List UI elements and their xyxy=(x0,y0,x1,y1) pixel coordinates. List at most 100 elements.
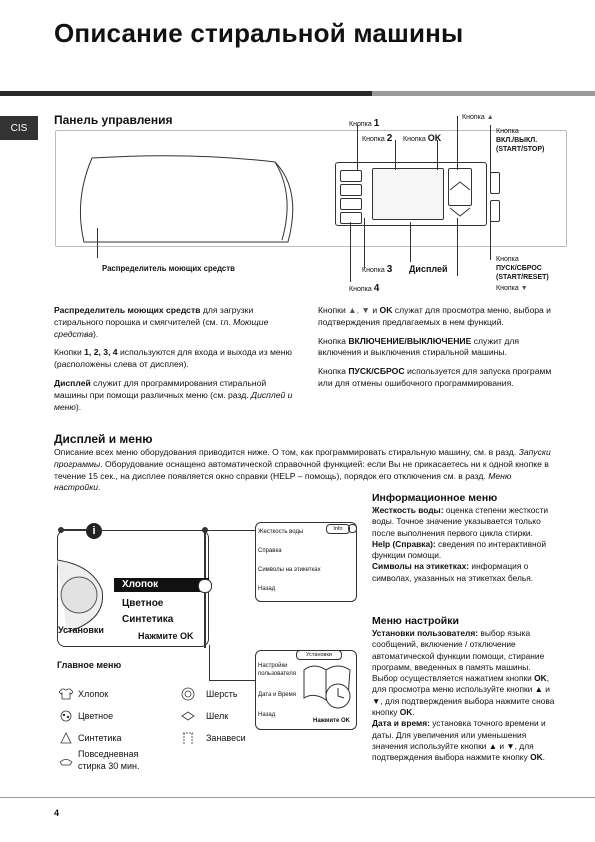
silk-icon xyxy=(180,709,196,723)
settings-menu-user-ok: OK xyxy=(534,673,547,684)
info-menu-symbols-text: информация о символах, указанных на этик… xyxy=(372,561,534,583)
info-item-2[interactable]: Символы на этикетках xyxy=(258,567,321,573)
book-clock-icon xyxy=(303,665,351,709)
button-1[interactable] xyxy=(340,170,362,182)
info-item-0[interactable]: Жесткость воды xyxy=(258,529,304,535)
info-menu-symbols: Символы на этикетках: информация о симво… xyxy=(372,561,557,584)
display-menu-ref1: Запуски программы xyxy=(54,447,551,469)
button-3[interactable] xyxy=(340,198,362,210)
info-menu-water-bold: Жесткость воды: xyxy=(372,505,444,515)
main-menu-item-1[interactable]: Цветное xyxy=(122,598,164,609)
desc-display-bold: Дисплей xyxy=(54,377,91,388)
desc-dispenser-ref: Моющие средства xyxy=(54,316,269,339)
info-menu-help: Help (Справка): сведения по интерактивно… xyxy=(372,539,557,562)
footer-rule xyxy=(0,797,595,798)
settings-menu-datetime: Дата и время: установка точного времени … xyxy=(372,718,557,763)
desc-arrows-sym: ▲, ▼ xyxy=(348,305,370,315)
program-label-1: Цветное xyxy=(78,711,114,721)
main-menu-item-2[interactable]: Синтетика xyxy=(122,614,174,625)
tshirt-icon xyxy=(58,687,74,701)
desc-display-ref: Дисплей и меню xyxy=(54,389,293,412)
button-up-label: Кнопка xyxy=(462,114,485,121)
button-2-label: Кнопка xyxy=(362,136,385,143)
program-list-left: Хлопок Цветное Синтетика Повседневная ст… xyxy=(58,683,158,771)
settings-item-0[interactable]: Настройки пользователя xyxy=(258,663,296,677)
desc-arrows-ok: OK xyxy=(379,305,393,315)
settings-menu-user-end: . xyxy=(412,707,415,718)
settings-menu-datetime-end: . xyxy=(542,752,545,763)
settings-menu-datetime-ok: OK xyxy=(530,752,543,763)
desc-display-end: ). xyxy=(75,401,82,412)
display-menu-heading: Дисплей и меню xyxy=(54,432,153,446)
settings-menu-user-text2: , для просмотра меню используйте кнопки … xyxy=(372,673,555,718)
info-badge-icon xyxy=(348,524,357,533)
info-icon: i xyxy=(86,523,102,539)
display-menu-ref2: Меню настройки xyxy=(54,470,512,493)
curtain-icon xyxy=(180,731,196,745)
main-menu-item-0[interactable]: Хлопок xyxy=(122,579,159,590)
onoff-button[interactable] xyxy=(490,172,500,194)
info-menu-water: Жесткость воды: оценка степени жесткости… xyxy=(372,505,557,539)
program-list-right: Шерсть Шелк Занавеси xyxy=(180,683,246,749)
program-item-4: Шерсть xyxy=(180,683,246,705)
wool-icon xyxy=(180,687,196,701)
control-panel-heading: Панель управления xyxy=(54,113,173,127)
header-rule xyxy=(0,91,595,96)
program-item-6: Занавеси xyxy=(180,727,246,749)
button-down-label: Кнопка xyxy=(496,285,519,292)
start-label-3: (START/RESET) xyxy=(496,274,549,281)
info-screen xyxy=(255,522,357,602)
settings-menu-text: Установки пользователя: выбор языка сооб… xyxy=(372,628,557,764)
main-menu-selected-bar xyxy=(114,578,209,592)
onoff-label-2: ВКЛ./ВЫКЛ. xyxy=(496,137,538,144)
button-4[interactable] xyxy=(340,212,362,224)
desc-dispenser-end: ). xyxy=(93,328,99,339)
info-menu-help-text: сведения по интерактивной функции помощи… xyxy=(372,538,547,561)
control-block xyxy=(335,162,487,226)
program-label-6: Занавеси xyxy=(206,733,246,743)
program-label-0: Хлопок xyxy=(78,689,109,699)
info-menu-text: Жесткость воды: оценка степени жесткости… xyxy=(372,505,557,584)
desc-buttons-text: используются для входа и выхода из меню … xyxy=(54,347,292,370)
desc-onoff: Кнопка ВКЛЮЧЕНИЕ/ВЫКЛЮЧЕНИЕ служит для в… xyxy=(318,336,553,360)
info-item-1[interactable]: Справка xyxy=(258,548,282,554)
button-2[interactable] xyxy=(340,184,362,196)
desc-start-bold: ПУСК/СБРОС xyxy=(348,366,405,377)
settings-menu-user: Установки пользователя: выбор языка сооб… xyxy=(372,628,557,718)
desc-left: Распределитель моющих средств для загруз… xyxy=(54,305,294,413)
desc-onoff-text: служит для включения и выключения стирал… xyxy=(318,335,520,358)
main-menu-decor xyxy=(57,527,208,648)
dispenser-label: Распределитель моющих средств xyxy=(102,264,235,273)
desc-onoff-a: Кнопка xyxy=(318,335,349,346)
button-1-number: 1 xyxy=(373,118,380,129)
main-menu-settings[interactable]: Установки xyxy=(58,625,104,635)
start-label-1: Кнопка xyxy=(496,256,519,263)
page-number: 4 xyxy=(54,808,60,818)
button-2-number: 2 xyxy=(386,133,393,144)
program-item-3: Повседневная стирка 30 мин. xyxy=(58,749,158,771)
start-label-2: ПУСК/СБРОС xyxy=(496,265,542,272)
synthetic-icon xyxy=(58,731,74,745)
desc-arrows-a: Кнопки xyxy=(318,305,349,315)
program-label-3: Повседневная стирка 30 мин. xyxy=(78,749,140,771)
desc-arrows-text: служат для просмотра меню, выбора и подт… xyxy=(318,305,551,327)
info-menu-heading: Информационное меню xyxy=(372,492,498,504)
program-item-1: Цветное xyxy=(58,705,158,727)
ok-button[interactable] xyxy=(448,168,472,206)
settings-item-2[interactable]: Назад xyxy=(258,712,276,718)
down-arrow-icon: ▼ xyxy=(520,285,528,292)
button-3-number: 3 xyxy=(386,264,393,275)
settings-menu-datetime-bold: Дата и время: xyxy=(372,718,430,729)
info-item-3[interactable]: Назад xyxy=(258,586,276,592)
start-reset-button[interactable] xyxy=(490,200,500,222)
desc-arrows-b: и xyxy=(369,305,380,315)
program-label-5: Шелк xyxy=(206,711,229,721)
desc-buttons-a: Кнопки xyxy=(54,347,85,358)
button-1-label: Кнопка xyxy=(349,121,372,128)
desc-right: Кнопки ▲, ▼ и OK служат для просмотра ме… xyxy=(318,305,553,390)
program-item-0: Хлопок xyxy=(58,683,158,705)
settings-menu-heading: Меню настройки xyxy=(372,615,459,627)
settings-item-1[interactable]: Дата и Время xyxy=(258,692,297,698)
main-menu-press-ok: Нажмите OK xyxy=(138,631,194,641)
onoff-label-1: Кнопка xyxy=(496,128,519,135)
